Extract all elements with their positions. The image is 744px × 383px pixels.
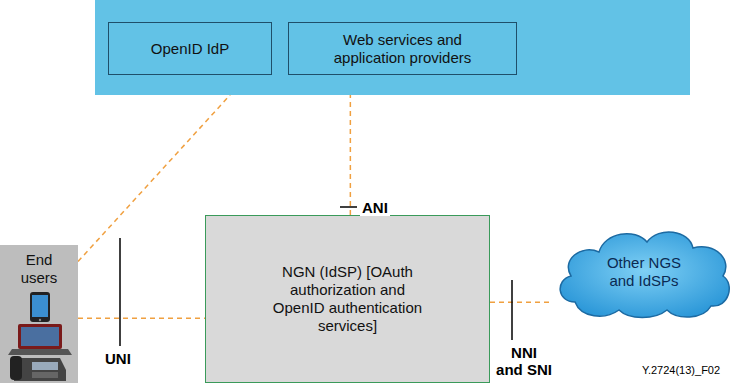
end-users-band: End users [0,245,78,383]
interface-label: ANI [360,199,390,216]
ngn-box: NGN (IdSP) [OAuth authorization and Open… [205,215,490,383]
ani-tick [340,206,357,208]
figure-id: Y.2724(13)_F02 [640,364,722,377]
interface-label: UNI [103,350,133,367]
node-text: NGN (IdSP) [OAuth authorization and Open… [265,263,430,335]
laptop-icon [8,324,72,355]
dashed-connector [78,317,205,319]
node-text: Web services and application providers [318,31,488,67]
desk-phone-icon [10,356,66,381]
node-text: Other NGS and IdSPs [594,254,694,290]
node-text: OpenID IdP [115,40,265,58]
idp-box: OpenID IdP [108,22,272,75]
service-box: Web services and application providers [288,22,517,75]
dashed-connector [350,95,352,215]
interface-label: NNI and SNI [494,344,554,379]
smartphone-icon [30,292,50,322]
cloud-shape: Other NGS and IdSPs [553,222,735,322]
node-text: End users [14,251,64,287]
provider-band: OpenID IdP Web services and application p… [95,0,690,95]
nni-tick [511,280,513,340]
uni-tick [119,238,121,346]
dashed-connector [490,302,553,304]
